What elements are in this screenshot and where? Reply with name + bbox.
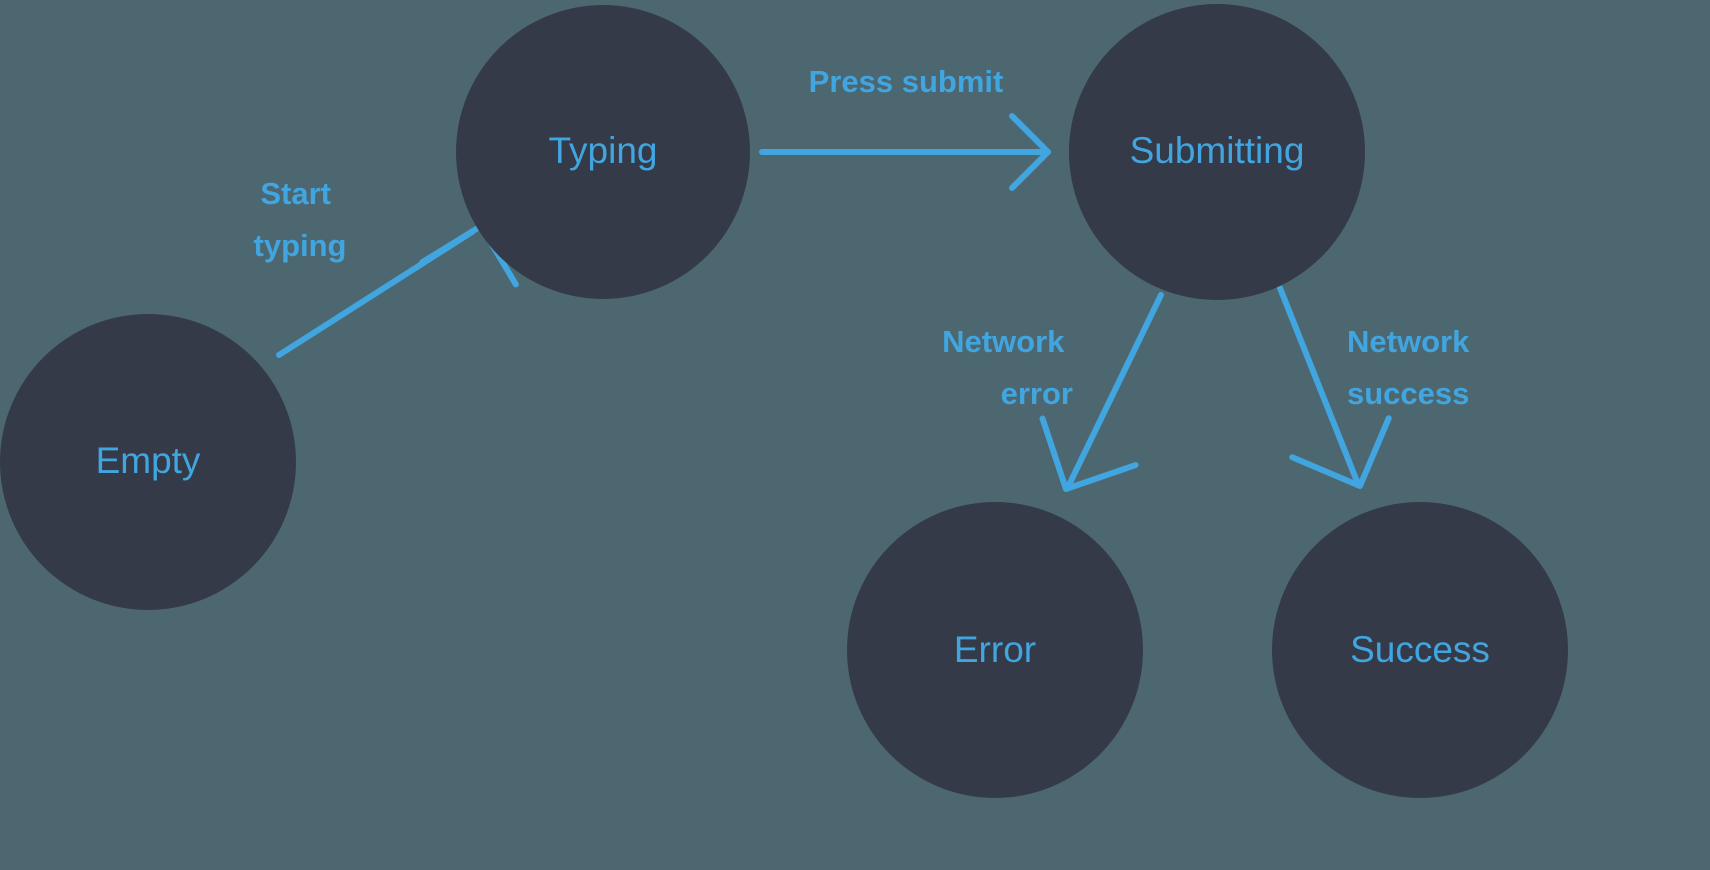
node-error-label: Error bbox=[954, 629, 1036, 670]
edge-label-network-success-line-2: success bbox=[1347, 376, 1469, 411]
edge-label-network-error-line-1: Network bbox=[942, 324, 1065, 359]
edge-submitting-to-error-line bbox=[1065, 292, 1164, 490]
node-submitting[interactable]: Submitting bbox=[1069, 4, 1365, 300]
edge-submitting-to-success-line bbox=[1277, 285, 1361, 487]
edge-label-start-typing-line-2: typing bbox=[254, 228, 347, 263]
edge-label-press-submit-line-1: Press submit bbox=[809, 64, 1004, 99]
node-typing-circle[interactable] bbox=[456, 5, 750, 299]
edge-submitting-to-success-arrowhead bbox=[1289, 415, 1392, 489]
node-submitting-label: Submitting bbox=[1130, 130, 1305, 171]
edge-typing-to-submitting-arrowhead bbox=[1009, 113, 1051, 191]
node-success-label: Success bbox=[1350, 629, 1490, 670]
edge-typing-to-submitting bbox=[759, 113, 1051, 191]
edge-submitting-to-error bbox=[1039, 292, 1164, 492]
node-empty-circle[interactable] bbox=[0, 314, 296, 610]
edge-submitting-to-success bbox=[1277, 285, 1392, 489]
edge-label-network-success-line-1: Network bbox=[1347, 324, 1470, 359]
edge-label-start-typing: Start typing bbox=[254, 176, 347, 263]
node-error-circle[interactable] bbox=[847, 502, 1143, 798]
node-typing-label: Typing bbox=[548, 130, 657, 171]
edge-label-network-success: Network success bbox=[1347, 324, 1478, 411]
node-typing[interactable]: Typing bbox=[456, 5, 750, 299]
node-success[interactable]: Success bbox=[1272, 502, 1568, 798]
edge-label-press-submit: Press submit bbox=[809, 64, 1004, 99]
edge-submitting-to-error-arrowhead bbox=[1039, 415, 1139, 492]
edge-label-start-typing-line-1: Start bbox=[260, 176, 331, 211]
node-empty[interactable]: Empty bbox=[0, 314, 296, 610]
node-submitting-circle[interactable] bbox=[1069, 4, 1365, 300]
node-empty-label: Empty bbox=[96, 440, 201, 481]
node-success-circle[interactable] bbox=[1272, 502, 1568, 798]
edge-label-network-error-line-2: error bbox=[1001, 376, 1073, 411]
edge-label-network-error: Network error bbox=[942, 324, 1073, 411]
node-error[interactable]: Error bbox=[847, 502, 1143, 798]
